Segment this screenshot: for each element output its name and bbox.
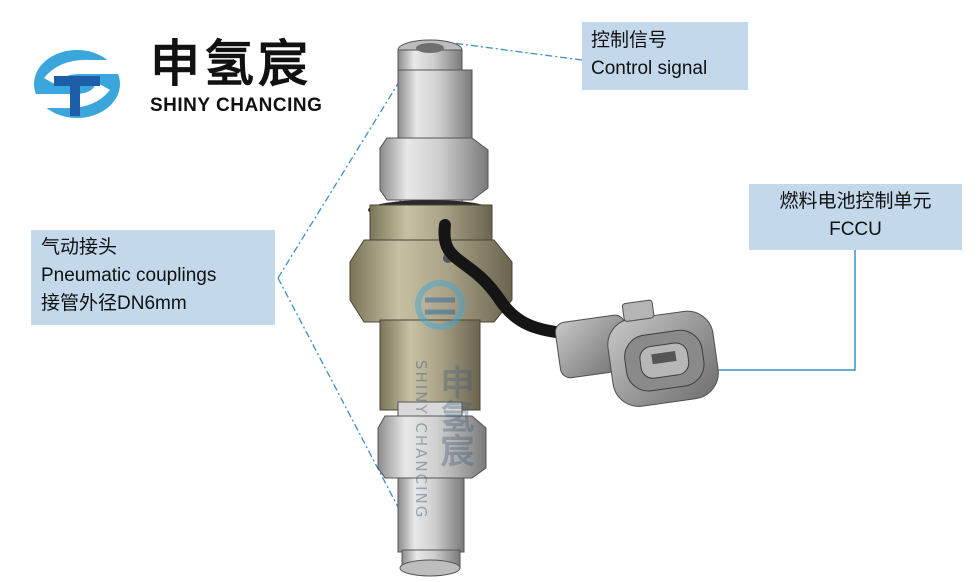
brand-logo-icon [34, 50, 120, 118]
watermark-en: SHINY CHANCING [412, 360, 430, 520]
top-coupling [379, 39, 489, 216]
pneumatic-cn: 气动接头 [41, 237, 118, 258]
watermark-text: SHINY CHANCING [412, 360, 430, 519]
fccu-cn: 燃料电池控制单元 [779, 191, 932, 212]
pneumatic-note: 接管外径DN6mm [41, 293, 187, 314]
control-signal-en: Control signal [591, 58, 708, 79]
callout-line-top-coupling [277, 39, 426, 279]
watermark-cn-text: 申氢宸 [430, 365, 479, 467]
pneumatic-couplings-label: 气动接头 Pneumatic couplings 接管外径DN6mm [31, 230, 275, 325]
control-signal-label: 控制信号 Control signal [582, 22, 748, 90]
brand-name-cn: 申氢宸 [150, 35, 312, 93]
signal-cable [438, 219, 581, 341]
callout-line-control-signal [429, 39, 583, 61]
pneumatic-en: Pneumatic couplings [41, 265, 217, 286]
sensor-body [349, 200, 513, 411]
fccu-en: FCCU [829, 219, 882, 240]
watermark-cn: 申氢宸 [434, 365, 474, 467]
watermark [415, 280, 465, 330]
bottom-coupling [377, 401, 487, 577]
fccu-label: 燃料电池控制单元 FCCU [749, 184, 962, 250]
brand-name-en: SHINY CHANCING [150, 95, 323, 116]
control-signal-cn: 控制信号 [591, 30, 668, 51]
connector-plug [554, 299, 719, 407]
fccu-callout-line [660, 250, 856, 371]
